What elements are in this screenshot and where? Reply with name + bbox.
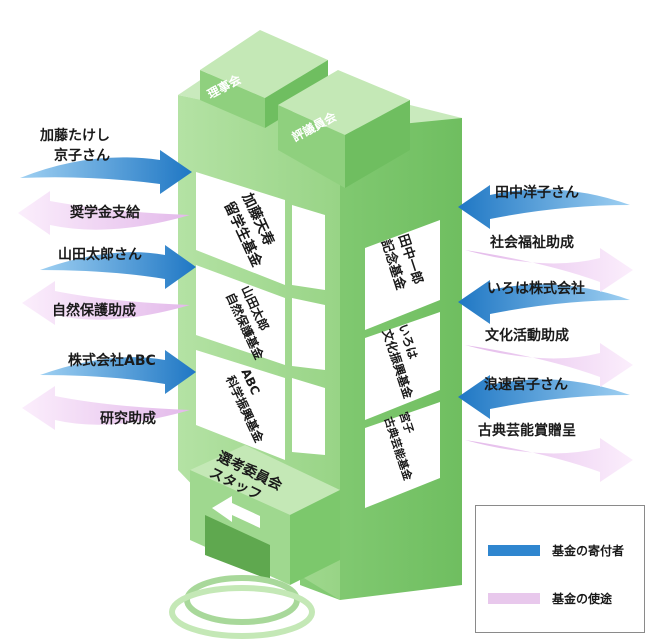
side-panel-iroha bbox=[365, 312, 440, 420]
roof-box-right-top bbox=[278, 70, 410, 135]
left-donor-arrow-1 bbox=[20, 150, 192, 194]
front-panel-abc bbox=[196, 350, 285, 460]
right-use-label-1: 社会福祉助成 bbox=[490, 235, 574, 251]
right-donor-arrow-2 bbox=[458, 280, 630, 324]
front-panel-yamada bbox=[196, 265, 285, 365]
right-donor-label-1: 田中洋子さん bbox=[495, 185, 579, 201]
left-use-label-1: 奨学金支給 bbox=[70, 205, 140, 221]
left-use-arrow-1 bbox=[18, 191, 190, 235]
legend-swatch-use bbox=[488, 593, 540, 604]
right-donor-arrow-1 bbox=[458, 185, 630, 229]
front-window-1 bbox=[292, 205, 325, 290]
entrance-door bbox=[205, 515, 270, 580]
roof-box-right-front bbox=[278, 105, 345, 188]
legend-label-donor: 基金の寄付者 bbox=[552, 544, 625, 558]
entrance-side bbox=[290, 490, 340, 585]
right-use-label-2: 文化活動助成 bbox=[485, 328, 569, 344]
roof-box-left-front bbox=[200, 70, 265, 128]
step-2 bbox=[169, 585, 315, 639]
side-panel-naniwa bbox=[365, 402, 440, 508]
right-donor-label-3: 浪速宮子さん bbox=[484, 377, 568, 393]
front-panel-kato bbox=[196, 172, 285, 285]
left-donor-label-3: 株式会社ABC bbox=[68, 353, 156, 369]
roof-box-right-side bbox=[345, 100, 410, 188]
entrance-top bbox=[190, 445, 340, 515]
left-use-arrow-3 bbox=[22, 386, 190, 430]
right-use-arrow-2 bbox=[465, 343, 633, 387]
right-use-arrow-3 bbox=[465, 438, 633, 482]
right-donor-label-2: いろは株式会社 bbox=[487, 281, 585, 297]
legend: 基金の寄付者 基金の使途 bbox=[475, 505, 645, 633]
left-donor-label-2: 山田太郎さん bbox=[58, 247, 142, 263]
left-use-label-3: 研究助成 bbox=[100, 411, 156, 427]
legend-swatch-donor bbox=[488, 545, 540, 556]
legend-row-use: 基金の使途 bbox=[488, 590, 612, 607]
left-use-arrow-2 bbox=[22, 281, 190, 325]
front-window-3 bbox=[292, 378, 325, 455]
left-donor-arrow-3 bbox=[40, 350, 196, 394]
front-window-2 bbox=[292, 298, 325, 370]
right-use-label-3: 古典芸能賞贈呈 bbox=[478, 423, 576, 439]
left-donor-label-1: 加藤たけし 京子さん bbox=[40, 128, 110, 164]
side-panel-tanaka bbox=[365, 220, 440, 330]
step-1 bbox=[184, 575, 300, 625]
roof-box-left-top bbox=[200, 30, 328, 98]
left-use-label-2: 自然保護助成 bbox=[52, 303, 136, 319]
right-use-arrow-1 bbox=[465, 248, 633, 292]
left-donor-arrow-2 bbox=[40, 245, 196, 289]
legend-label-use: 基金の使途 bbox=[552, 592, 613, 606]
legend-row-donor: 基金の寄付者 bbox=[488, 542, 624, 559]
right-donor-arrow-3 bbox=[458, 375, 630, 419]
entrance-arrow bbox=[212, 496, 260, 528]
